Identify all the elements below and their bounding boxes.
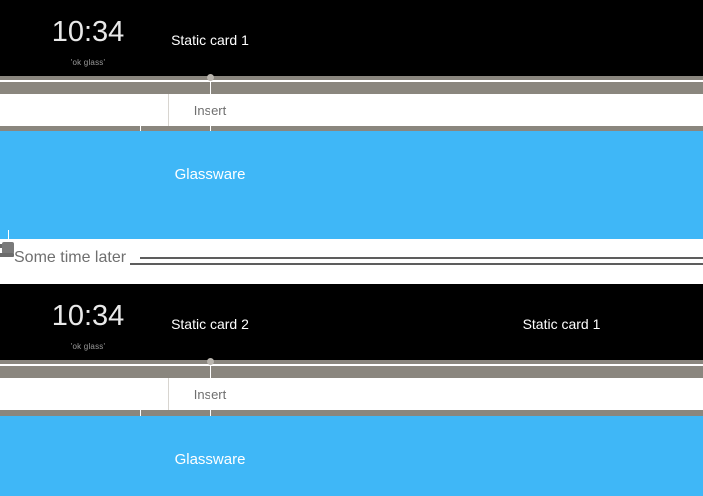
column-divider-top-c <box>168 94 169 126</box>
scroll-thumb-icon[interactable] <box>0 242 14 258</box>
some-time-later-label: Some time later <box>14 249 127 266</box>
column-divider-top-d <box>210 94 211 126</box>
timeline-bar-top-1[interactable] <box>0 76 703 80</box>
hotword-label-bottom: 'ok glass' <box>70 342 106 351</box>
timeline-bar-top-3[interactable] <box>0 126 703 131</box>
column-divider-bottom-b <box>210 366 211 378</box>
timeline-bar-top-2[interactable] <box>0 82 703 94</box>
glassware-card-top[interactable]: Glassware <box>0 131 703 239</box>
clock-display-bottom: 10:34 <box>51 300 125 332</box>
hotword-label-top: 'ok glass' <box>70 58 106 67</box>
static-card-1-label-top: Static card 1 <box>171 32 249 48</box>
glassware-label-top: Glassware <box>174 166 246 183</box>
glass-card-top[interactable]: 10:34 'ok glass' Static card 1 <box>0 0 703 76</box>
some-time-later-row: Some time later <box>0 239 703 278</box>
timeline-bar-bottom-1[interactable] <box>0 360 703 364</box>
column-divider-top-f <box>210 126 211 131</box>
column-divider-top-g <box>8 230 9 239</box>
bar-gap-bottom-1 <box>0 364 703 366</box>
insert-label-top: Insert <box>0 103 420 118</box>
column-divider-top-b <box>210 82 211 94</box>
bar-gap-top-1 <box>0 80 703 82</box>
insert-label-bottom: Insert <box>0 387 420 402</box>
some-time-later-rule-1 <box>140 257 703 259</box>
static-card-2-label-bottom: Static card 2 <box>171 316 249 332</box>
timeline-bar-bottom-2[interactable] <box>0 366 703 378</box>
timeline-handle-top[interactable] <box>207 74 214 81</box>
timeline-bar-bottom-3[interactable] <box>0 410 703 416</box>
static-card-1-label-bottom: Static card 1 <box>522 316 601 332</box>
column-divider-bottom-d <box>210 378 211 410</box>
some-time-later-rule-2 <box>130 263 703 265</box>
timeline-handle-bottom[interactable] <box>207 358 214 365</box>
glass-card-bottom[interactable]: 10:34 'ok glass' Static card 2 Static ca… <box>0 284 703 360</box>
insert-row-top[interactable]: Insert <box>0 94 703 126</box>
column-divider-bottom-f <box>210 410 211 416</box>
clock-display-top: 10:34 <box>51 16 125 48</box>
column-divider-bottom-c <box>168 378 169 410</box>
column-divider-top-e <box>140 126 141 131</box>
glassware-label-bottom: Glassware <box>174 451 246 468</box>
column-divider-bottom-e <box>140 410 141 416</box>
insert-row-bottom[interactable]: Insert <box>0 378 703 410</box>
glassware-card-bottom[interactable]: Glassware <box>0 416 703 496</box>
